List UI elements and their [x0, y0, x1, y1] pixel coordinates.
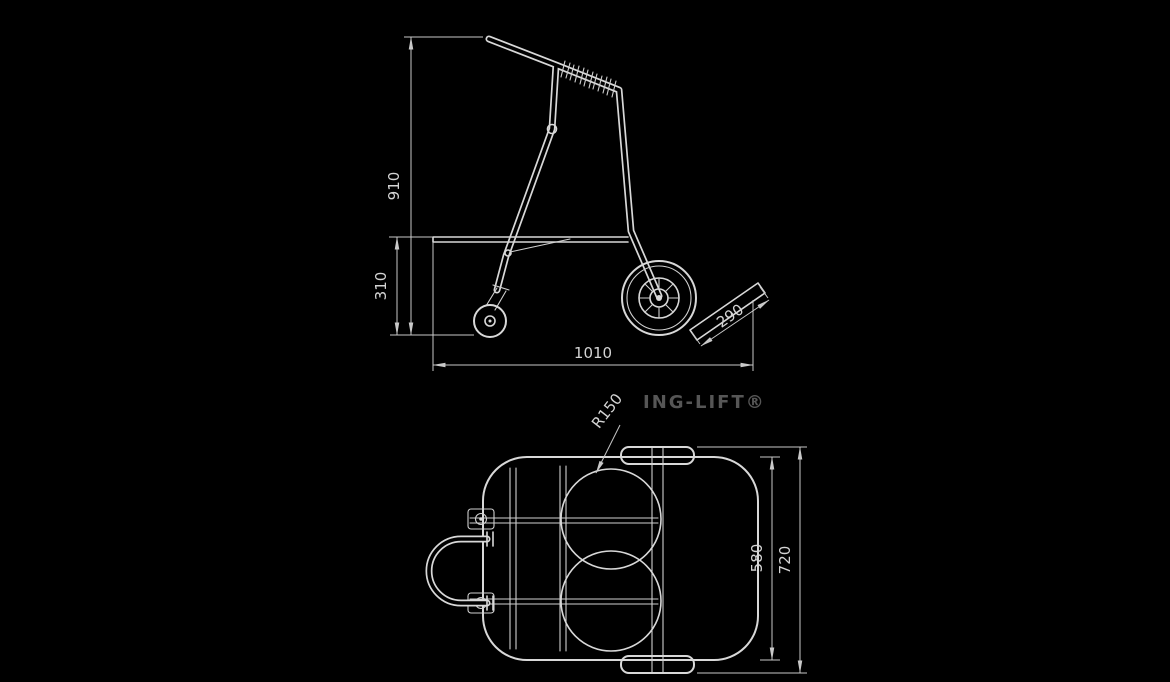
main-wheel-axle-dot: [656, 295, 662, 301]
main-wheel-tire-outer: [621, 260, 697, 336]
main-wheel-tire-inner: [626, 265, 692, 331]
cylinder-cradle-top: [560, 468, 662, 570]
platform-edge: [432, 236, 629, 243]
top-view: [425, 446, 759, 674]
caster-axle-dot: [488, 319, 492, 323]
caster-wheel: [473, 304, 507, 338]
wheel-top: [620, 446, 695, 465]
dim-910-extension-lines: [390, 36, 483, 336]
handle-grip-coil: [560, 60, 617, 98]
bracket-top: [467, 508, 495, 530]
dim-290-line: [700, 299, 770, 347]
bracket-top-bolt: [474, 512, 488, 526]
caster-hub: [484, 315, 496, 327]
cylinder-cradle-bottom: [560, 550, 662, 652]
left-frame-rail: [509, 467, 517, 650]
radius-leader-line: [595, 424, 621, 474]
dim-frame-width-label: 580: [748, 544, 766, 573]
axle-rail: [651, 446, 664, 674]
main-wheel-spokes: [639, 278, 680, 319]
frame-tube-inner: [487, 37, 661, 298]
dim-overall-width-label: 720: [776, 546, 794, 575]
side-view-dimensions: 910 310 1010 290: [372, 36, 770, 371]
body-outline: [482, 456, 759, 661]
dim-overall-height-label: 910: [385, 172, 403, 201]
brand-watermark: ING-LIFT®: [643, 392, 766, 413]
dim-cradle-radius-label: R150: [588, 390, 626, 432]
dim-720-extension-lines: [697, 446, 807, 674]
frame-pivot-joint: [546, 123, 558, 135]
cross-bars: [469, 517, 659, 605]
platform-brace: [509, 238, 571, 253]
side-view: [432, 35, 766, 341]
wheel-bottom: [620, 655, 695, 674]
top-view-dimensions: R150 580 720: [588, 390, 807, 674]
handle-loop-clamps: [486, 531, 494, 611]
mid-frame-rail: [559, 465, 567, 652]
bracket-top-bolt-dot: [479, 517, 483, 521]
dim-overall-length-label: 1010: [574, 344, 612, 362]
dim-platform-height-label: 310: [372, 272, 390, 301]
dim-toe-plate-label: 290: [713, 300, 747, 331]
leg-joint: [504, 249, 512, 257]
handle-loop-inner: [427, 537, 489, 605]
dim-290-extension-lines: [691, 286, 769, 345]
frame-tube-outline: [485, 35, 663, 300]
